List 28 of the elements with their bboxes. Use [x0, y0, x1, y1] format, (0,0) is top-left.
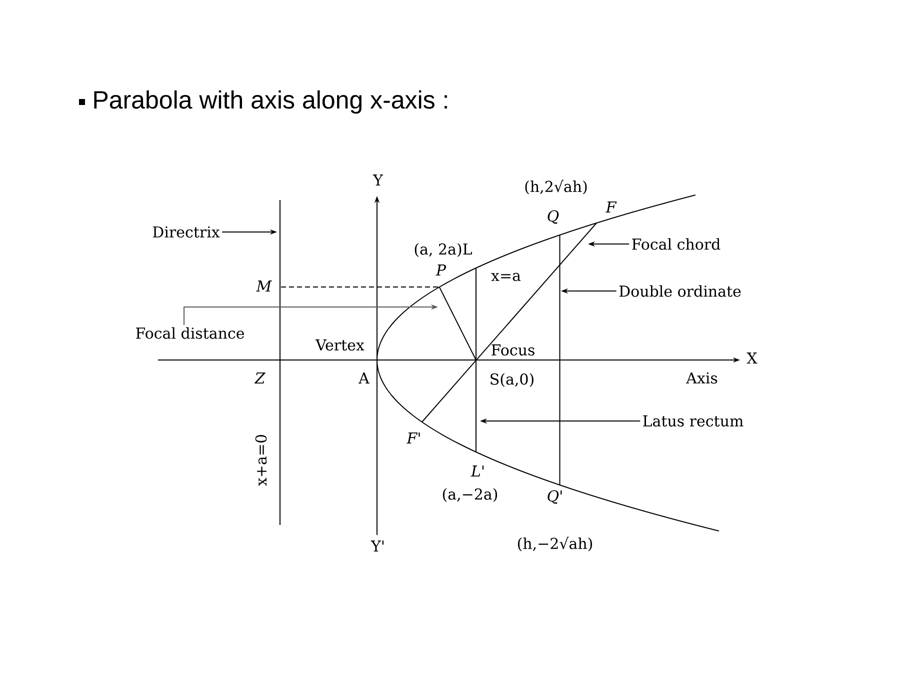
point-label: L' — [470, 466, 484, 476]
arrow-label: Latus rectum — [643, 415, 744, 427]
point-label: (h,2√ah) — [525, 180, 587, 194]
point-label: Axis — [686, 372, 718, 384]
title: Parabola with axis along x-axis : — [94, 90, 447, 114]
point-label: P — [436, 264, 446, 276]
point-label: Q' — [548, 490, 562, 504]
point-label: x=a — [491, 272, 521, 282]
arrow-label: Directrix — [152, 226, 220, 238]
point-label: M — [256, 280, 272, 292]
point-label: F' — [406, 432, 420, 444]
point-label: Vertex — [315, 339, 364, 351]
arrow-label: Double ordinate — [619, 285, 741, 297]
arrow-label: Focal chord — [632, 238, 720, 250]
point-label: Y — [372, 174, 384, 186]
arrow-label: Focal distance — [136, 327, 244, 339]
point-label: Focus — [492, 344, 534, 356]
point-label: Q — [548, 210, 559, 224]
point-label: Y' — [370, 540, 384, 552]
point-label: (a, 2a)L — [414, 243, 472, 257]
point-label: x+a=0 — [255, 434, 267, 486]
point-label: (a,−2a) — [442, 488, 498, 502]
point-label: F — [606, 202, 617, 212]
point-label: S(a,0) — [490, 373, 534, 387]
point-label: X — [746, 352, 758, 364]
point-label: A — [358, 372, 370, 384]
point-label: (h,−2√ah) — [518, 536, 592, 552]
point-label: Z — [254, 372, 266, 384]
